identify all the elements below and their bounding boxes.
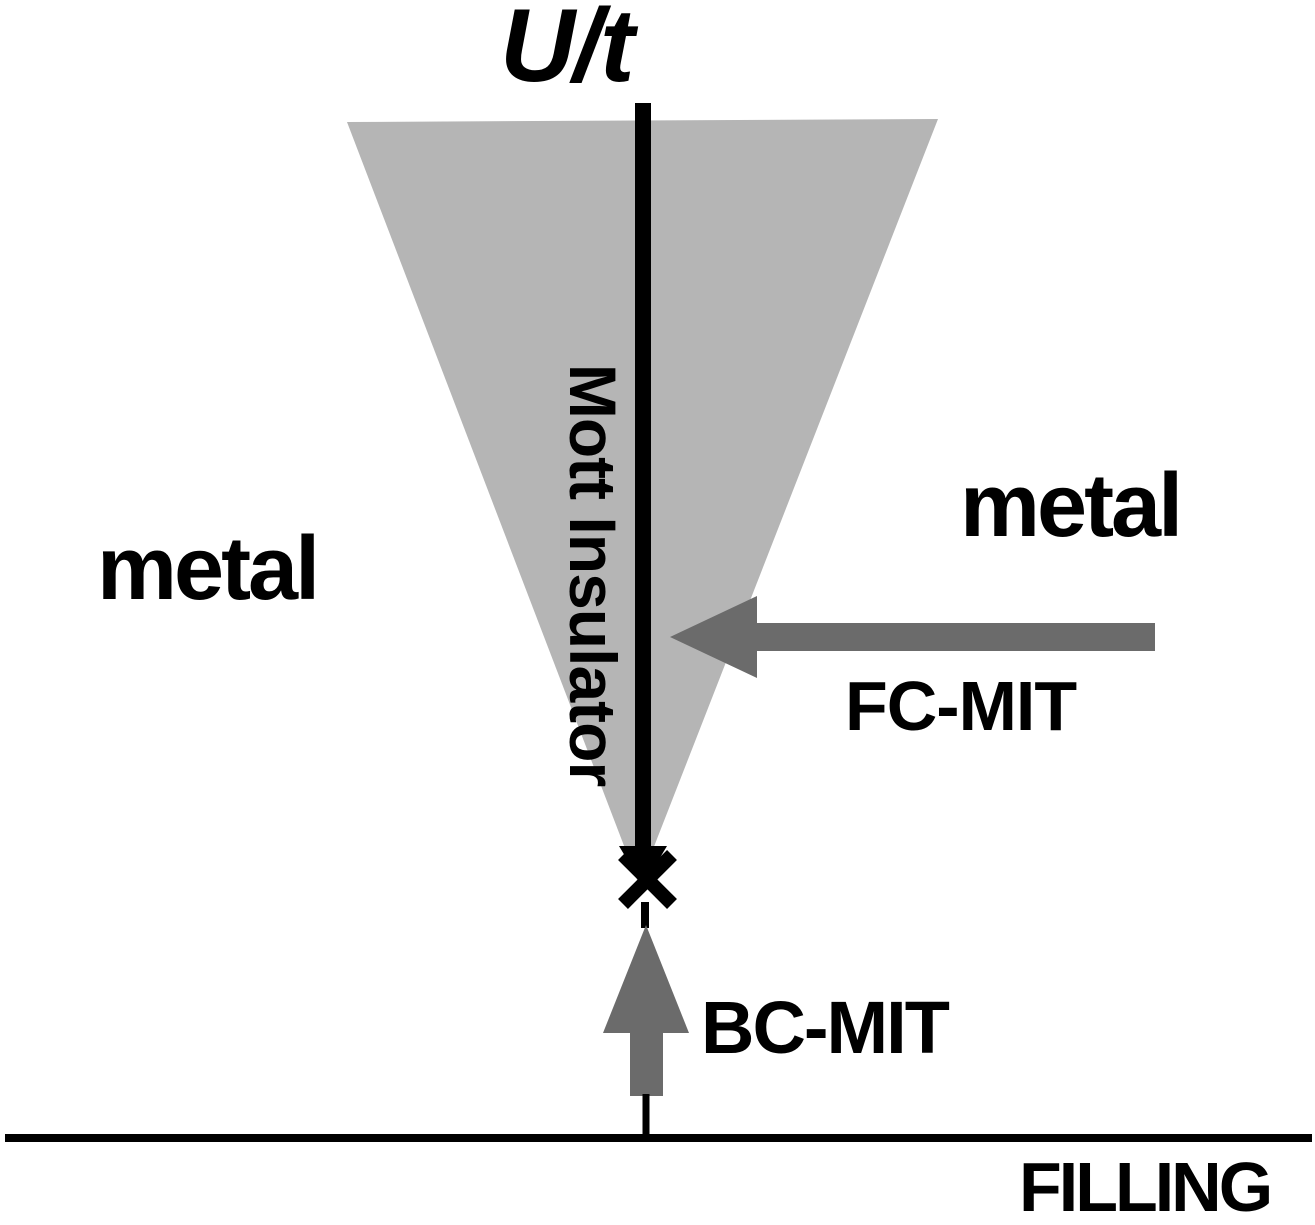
x-marker-stroke bbox=[618, 850, 677, 909]
fc-mit-arrowhead-icon bbox=[670, 596, 757, 678]
y-axis-label: U/t bbox=[500, 0, 635, 104]
x-axis-label: FILLING bbox=[1019, 1148, 1273, 1225]
critical-point-x-marker bbox=[618, 850, 677, 909]
metal-label-left: metal bbox=[97, 519, 320, 619]
fc-mit-arrow-shaft bbox=[753, 623, 1155, 651]
bc-mit-arrowhead-icon bbox=[603, 925, 689, 1033]
metal-label-right: metal bbox=[960, 456, 1183, 556]
bc-mit-label: BC-MIT bbox=[701, 986, 950, 1069]
fc-mit-label: FC-MIT bbox=[845, 667, 1077, 745]
bc-mit-arrow-shaft bbox=[630, 1030, 663, 1096]
filling-axis-line bbox=[5, 1134, 1312, 1142]
mott-insulator-label: Mott Insulator bbox=[556, 363, 630, 787]
fc-mit-arrow bbox=[670, 596, 1155, 678]
bc-mit-arrow bbox=[603, 925, 689, 1096]
